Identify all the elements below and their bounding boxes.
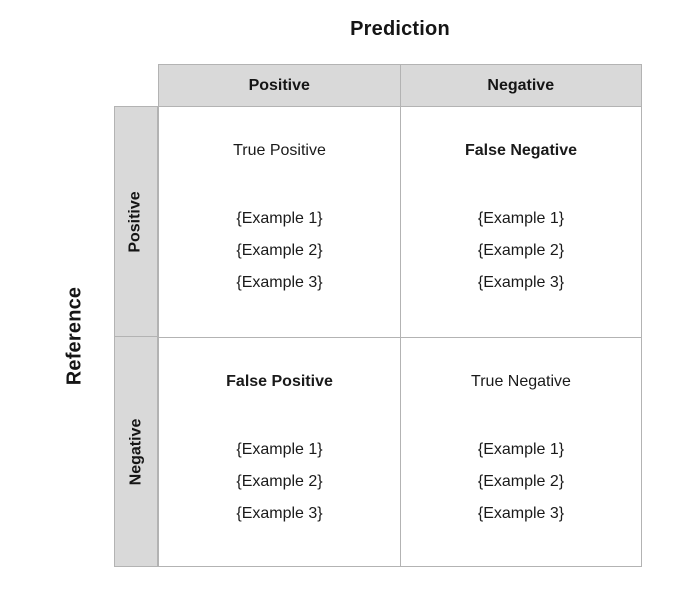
- example-item: {Example 1}: [477, 440, 565, 458]
- example-item: {Example 3}: [236, 504, 323, 522]
- cell-false-positive-examples: {Example 1} {Example 2} {Example 3}: [236, 434, 322, 530]
- row-header-negative: Negative: [115, 336, 157, 566]
- example-item: {Example 1}: [477, 210, 565, 227]
- cell-false-negative: False Negative {Example 1} {Example 2} {…: [400, 107, 641, 337]
- example-item: {Example 2}: [477, 472, 565, 490]
- confusion-matrix-body: True Positive {Example 1} {Example 2} {E…: [158, 106, 642, 567]
- example-item: {Example 2}: [236, 242, 323, 259]
- reference-axis-title: Reference: [63, 286, 86, 386]
- column-header-positive: Positive: [248, 76, 310, 94]
- cell-true-positive: True Positive {Example 1} {Example 2} {E…: [159, 107, 400, 337]
- example-item: {Example 3}: [477, 504, 565, 522]
- row-header-positive: Positive: [115, 107, 157, 336]
- cell-false-negative-title: False Negative: [464, 142, 578, 159]
- row-header-column: Positive Negative: [114, 106, 158, 567]
- cell-true-negative: True Negative {Example 1} {Example 2} {E…: [400, 336, 641, 566]
- row-header-positive-label: Positive: [127, 190, 145, 253]
- prediction-axis-title: Prediction: [350, 18, 450, 40]
- column-header-negative: Negative: [399, 65, 642, 106]
- example-item: {Example 2}: [477, 242, 565, 259]
- example-item: {Example 1}: [236, 440, 323, 458]
- example-item: {Example 3}: [477, 274, 565, 291]
- cell-false-positive: False Positive {Example 1} {Example 2} {…: [159, 336, 400, 566]
- example-item: {Example 1}: [236, 210, 323, 227]
- cell-false-positive-title: False Positive: [226, 372, 333, 390]
- column-header-row: Positive Negative: [158, 64, 642, 107]
- cell-true-positive-title: True Positive: [233, 142, 326, 159]
- cell-true-negative-examples: {Example 1} {Example 2} {Example 3}: [478, 434, 564, 530]
- example-item: {Example 2}: [236, 472, 323, 490]
- example-item: {Example 3}: [236, 274, 323, 291]
- cell-true-positive-examples: {Example 1} {Example 2} {Example 3}: [236, 203, 322, 299]
- cell-false-negative-examples: {Example 1} {Example 2} {Example 3}: [478, 203, 564, 299]
- row-header-negative-label: Negative: [127, 418, 145, 485]
- cell-true-negative-title: True Negative: [471, 372, 571, 390]
